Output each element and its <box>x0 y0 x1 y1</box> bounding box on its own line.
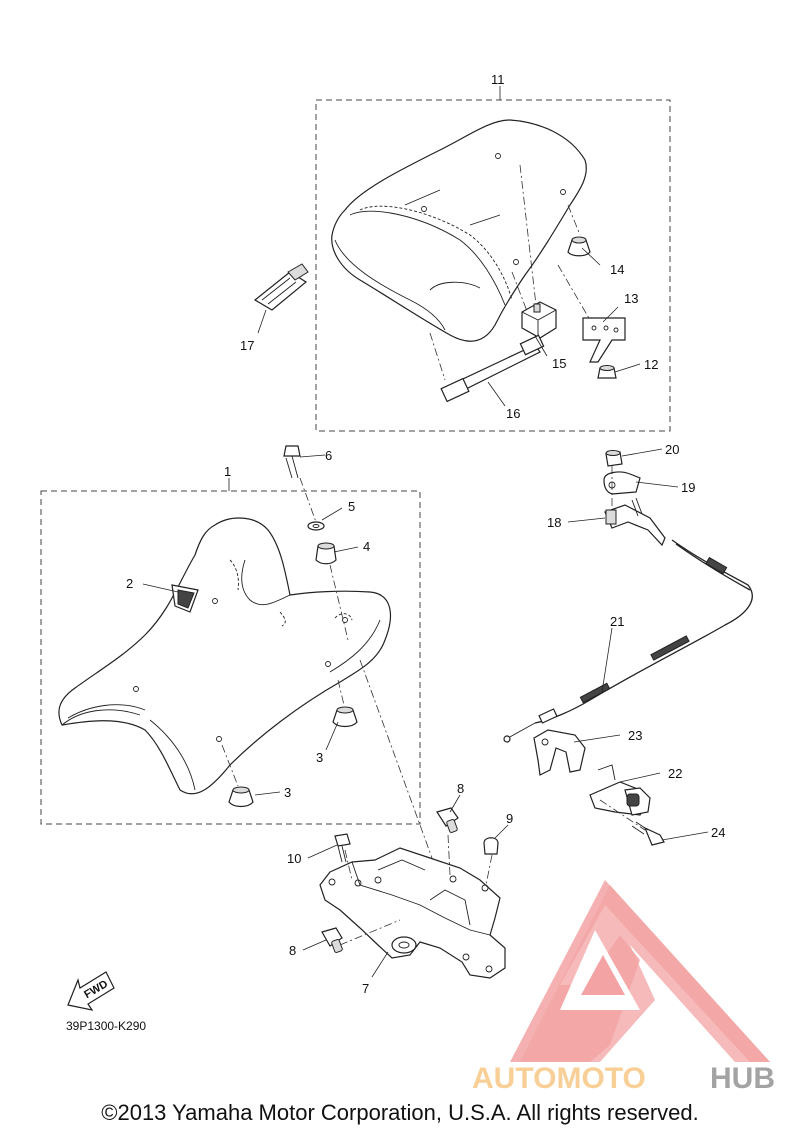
label-part-3a: 3 <box>316 750 323 765</box>
part-3-damper-a <box>332 706 358 728</box>
front-seat <box>58 517 392 795</box>
part-3-damper-b <box>228 786 254 808</box>
label-part-8b: 8 <box>289 943 296 958</box>
label-part-10: 10 <box>287 851 301 866</box>
label-part-6: 6 <box>325 448 332 463</box>
part-14-damper <box>567 236 591 257</box>
label-part-11: 11 <box>491 72 505 87</box>
label-part-19: 19 <box>681 480 695 495</box>
label-part-7: 7 <box>362 981 369 996</box>
fwd-arrow-icon: FWD <box>67 971 115 1011</box>
label-part-16: 16 <box>506 406 520 421</box>
label-part-13: 13 <box>624 291 638 306</box>
label-part-1: 1 <box>224 464 231 479</box>
label-part-15: 15 <box>552 356 566 371</box>
assembly-box-1 <box>40 490 421 825</box>
label-part-20: 20 <box>665 442 679 457</box>
part-7-seat-bracket <box>319 847 506 979</box>
label-part-12: 12 <box>644 357 658 372</box>
part-20-nut <box>605 450 623 467</box>
part-10-bolt <box>334 833 351 863</box>
label-part-21: 21 <box>610 614 624 629</box>
drawing-code: 39P1300-K290 <box>66 1019 146 1033</box>
label-part-4: 4 <box>363 539 370 554</box>
assembly-box-11 <box>315 99 671 432</box>
part-19-plate <box>603 471 641 495</box>
part-18-lever <box>604 497 666 547</box>
label-part-9: 9 <box>506 811 513 826</box>
label-part-3b: 3 <box>284 785 291 800</box>
watermark-logo: AUTOMOTO HUB <box>472 880 775 1095</box>
part-17-clip <box>253 263 309 311</box>
label-part-5: 5 <box>348 499 355 514</box>
part-6-bolt <box>283 445 301 479</box>
part-24-screw <box>631 821 665 846</box>
label-part-2: 2 <box>126 576 133 591</box>
part-15-block <box>521 301 557 339</box>
label-part-22: 22 <box>668 766 682 781</box>
part-23-holder <box>533 729 586 776</box>
label-part-14: 14 <box>610 262 624 277</box>
watermark-brand-part2: HUB <box>710 1062 775 1095</box>
part-2-tag <box>171 584 199 613</box>
part-labels: 11 14 13 12 15 16 17 6 1 5 4 2 3 3 20 19… <box>126 72 725 996</box>
part-13-bracket <box>582 317 626 363</box>
label-part-8a: 8 <box>457 781 464 796</box>
part-8-fastener-b <box>321 927 343 953</box>
label-part-24: 24 <box>711 825 725 840</box>
part-21-cable <box>503 539 753 743</box>
part-16-strap <box>440 334 545 403</box>
copyright-notice: ©2013 Yamaha Motor Corporation, U.S.A. A… <box>101 1100 699 1125</box>
watermark-brand-part1: AUTOMOTO <box>472 1062 646 1095</box>
label-part-18: 18 <box>547 515 561 530</box>
part-8-fastener-a <box>436 807 459 833</box>
part-9-cap <box>483 837 499 855</box>
label-part-23: 23 <box>628 728 642 743</box>
part-12-nut <box>597 365 617 379</box>
part-5-washer <box>307 521 325 531</box>
part-4-grommet <box>315 542 337 565</box>
part-22-lock-cylinder <box>589 764 651 816</box>
label-part-17: 17 <box>240 338 254 353</box>
